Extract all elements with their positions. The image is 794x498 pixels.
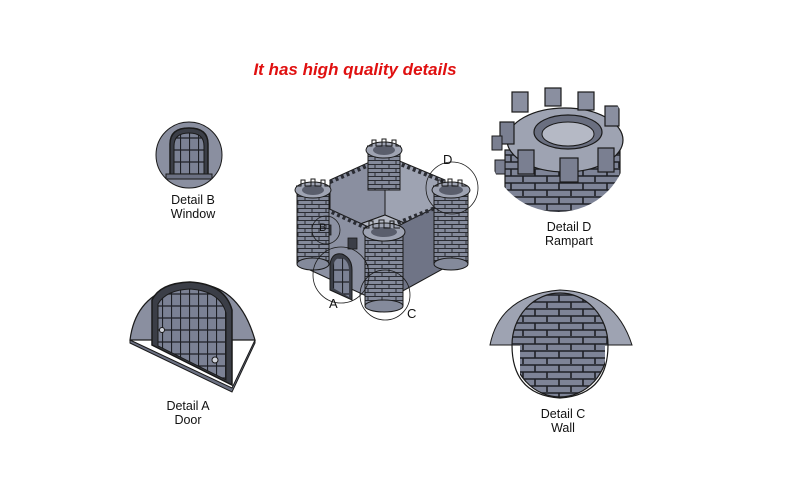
callout-label-b: B [319,222,327,234]
detail-rampart-subtitle: Rampart [545,234,593,248]
callout-circle-b [311,215,341,245]
detail-wall-subtitle: Wall [551,421,575,435]
detail-rampart-caption: Detail D Rampart [519,220,619,248]
castle-tower-left [294,178,332,271]
callout-circle-c [359,269,411,321]
castle-tower-back [365,138,403,191]
detail-door-caption: Detail A Door [143,399,233,427]
callout-circle-a [312,246,370,304]
detail-wall-view [489,289,633,399]
callout-label-a: A [329,296,338,311]
callout-label-c: C [407,306,417,321]
detail-window-caption: Detail B Window [148,193,238,221]
detail-wall-caption: Detail C Wall [513,407,613,435]
castle-tower-right [431,178,471,271]
headline: It has high quality details [253,60,457,79]
detail-rampart-view [488,72,628,212]
detail-door-title: Detail A [166,399,210,413]
detail-window-title: Detail B [171,193,215,207]
castle-model [294,138,479,321]
callout-label-d: D [443,152,453,167]
detail-rampart-title: Detail D [546,220,592,234]
detail-door-view [129,281,256,393]
callout-circle-d [425,161,479,215]
detail-wall-title: Detail C [540,407,586,421]
detail-door-subtitle: Door [174,413,202,427]
castle-tower-front [362,219,406,313]
detail-window-view [155,121,223,189]
detail-window-subtitle: Window [170,207,216,221]
